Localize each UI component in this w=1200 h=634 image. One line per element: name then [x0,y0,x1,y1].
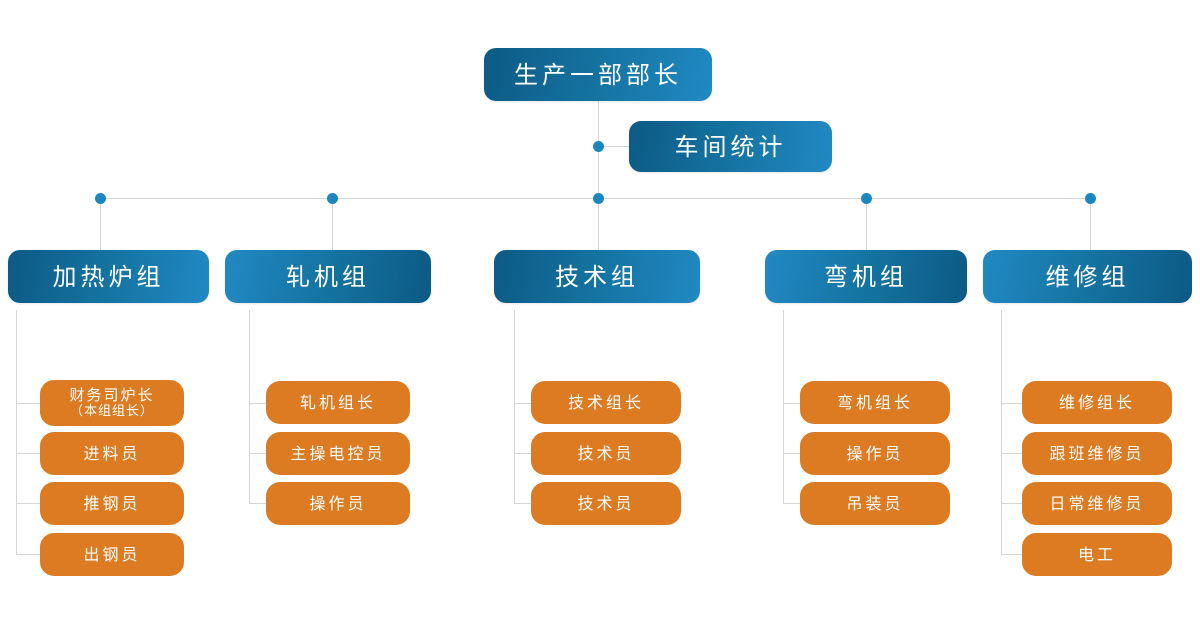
member-sublabel: （本组组长） [69,404,154,420]
member-node[interactable]: 出钢员 [40,533,184,576]
member-spine-group-1 [16,310,17,555]
group-header-1[interactable]: 加热炉组 [8,250,209,303]
member-node[interactable]: 弯机组长 [800,381,950,424]
member-spine-group-3 [514,310,515,504]
member-stub-5-3 [1001,503,1022,504]
connector-drop-group-2 [332,198,333,250]
member-stub-1-1 [16,403,40,404]
group-header-3[interactable]: 技术组 [494,250,700,303]
member-stub-1-3 [16,503,40,504]
member-node[interactable]: 操作员 [800,432,950,475]
member-node[interactable]: 财务司炉长 （本组组长） [40,380,184,426]
connector-drop-group-4 [866,198,867,250]
member-stub-3-2 [514,453,531,454]
member-stub-5-1 [1001,403,1022,404]
connector-staff-stub [598,146,630,147]
member-spine-group-2 [249,310,250,504]
member-stub-5-4 [1001,554,1022,555]
member-node[interactable]: 技术员 [531,482,681,525]
member-node[interactable]: 轧机组长 [266,381,410,424]
junction-dot-group-1 [95,193,106,204]
member-node[interactable]: 进料员 [40,432,184,475]
member-node[interactable]: 推钢员 [40,482,184,525]
group-header-2[interactable]: 轧机组 [225,250,431,303]
member-stub-1-2 [16,453,40,454]
junction-dot-group-2 [327,193,338,204]
member-node[interactable]: 技术组长 [531,381,681,424]
junction-dot-staff [593,141,604,152]
member-stub-5-2 [1001,453,1022,454]
node-workshop-statistics[interactable]: 车间统计 [629,121,832,172]
junction-dot-group-4 [861,193,872,204]
member-node[interactable]: 电工 [1022,533,1172,576]
member-stub-4-1 [783,403,800,404]
group-header-4[interactable]: 弯机组 [765,250,967,303]
node-director[interactable]: 生产一部部长 [484,48,712,101]
member-stub-4-2 [783,453,800,454]
member-node[interactable]: 技术员 [531,432,681,475]
member-stub-3-3 [514,503,531,504]
junction-dot-center [593,193,604,204]
connector-drop-group-3 [598,198,599,250]
connector-drop-group-5 [1090,198,1091,250]
member-label: 财务司炉长 [69,385,155,404]
member-stub-1-4 [16,554,40,555]
member-stub-2-3 [249,503,266,504]
member-node[interactable]: 跟班维修员 [1022,432,1172,475]
member-node[interactable]: 日常维修员 [1022,482,1172,525]
junction-dot-group-5 [1085,193,1096,204]
member-node[interactable]: 吊装员 [800,482,950,525]
member-spine-group-5 [1001,310,1002,555]
member-stub-4-3 [783,503,800,504]
connector-drop-group-1 [100,198,101,250]
member-node[interactable]: 操作员 [266,482,410,525]
member-node[interactable]: 维修组长 [1022,381,1172,424]
member-node[interactable]: 主操电控员 [266,432,410,475]
member-spine-group-4 [783,310,784,504]
member-stub-2-1 [249,403,266,404]
member-stub-2-2 [249,453,266,454]
group-header-5[interactable]: 维修组 [983,250,1192,303]
member-stub-3-1 [514,403,531,404]
